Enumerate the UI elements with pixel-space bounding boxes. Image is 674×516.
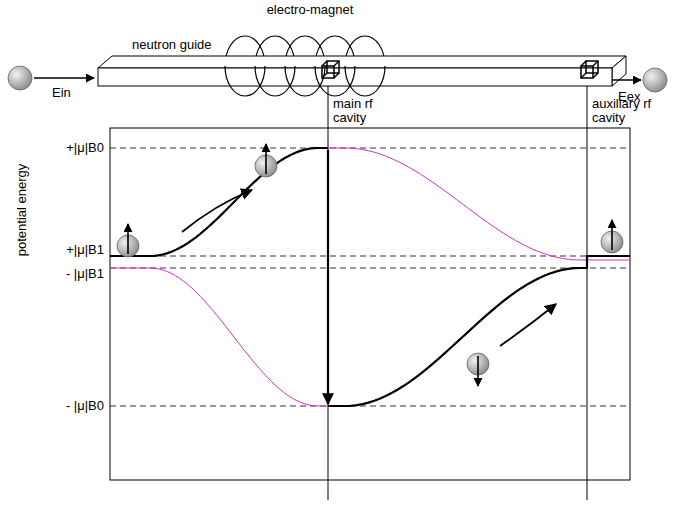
energy-arrow xyxy=(34,77,94,79)
plot-frame xyxy=(110,128,630,480)
energy-arrow xyxy=(612,79,641,81)
label: main rf cavity xyxy=(333,97,395,125)
neutron xyxy=(643,68,667,92)
coil-winding xyxy=(345,66,385,96)
energy-level xyxy=(110,406,630,407)
label: Ein xyxy=(52,86,71,100)
energy-level xyxy=(110,148,630,149)
spin-arrow xyxy=(127,224,129,254)
neutron xyxy=(8,66,32,90)
spin-flip-arrow xyxy=(327,150,329,404)
label: - |μ|B1 xyxy=(66,267,104,281)
guide-top-face xyxy=(98,56,626,68)
label: neutron guide xyxy=(132,38,212,52)
cavity-position-line xyxy=(587,86,588,500)
guide-end-face xyxy=(612,56,626,86)
motion-arrow xyxy=(500,304,556,346)
spin-arrow xyxy=(477,356,479,386)
label: Eex xyxy=(618,90,640,104)
coil-winding xyxy=(285,66,325,96)
coil-winding xyxy=(255,66,295,96)
energy-level xyxy=(110,268,630,269)
spin-arrow xyxy=(611,220,613,250)
label: +|μ|B0 xyxy=(66,141,104,155)
rf-cavity-cube xyxy=(581,61,598,78)
coil-winding xyxy=(225,66,265,96)
label: potential energy xyxy=(15,164,29,257)
potential-curve xyxy=(110,148,328,256)
potential-curve xyxy=(328,256,630,406)
motion-arrow xyxy=(182,190,252,232)
label: - |μ|B0 xyxy=(66,399,104,413)
coil-winding xyxy=(315,66,355,96)
rf-cavity-cube xyxy=(322,61,339,78)
label: +|μ|B1 xyxy=(66,243,104,257)
potential-curve-other-spin xyxy=(110,268,328,406)
label: electro-magnet xyxy=(267,3,354,17)
potential-curve-other-spin xyxy=(328,148,630,260)
spin-arrow xyxy=(265,144,267,174)
